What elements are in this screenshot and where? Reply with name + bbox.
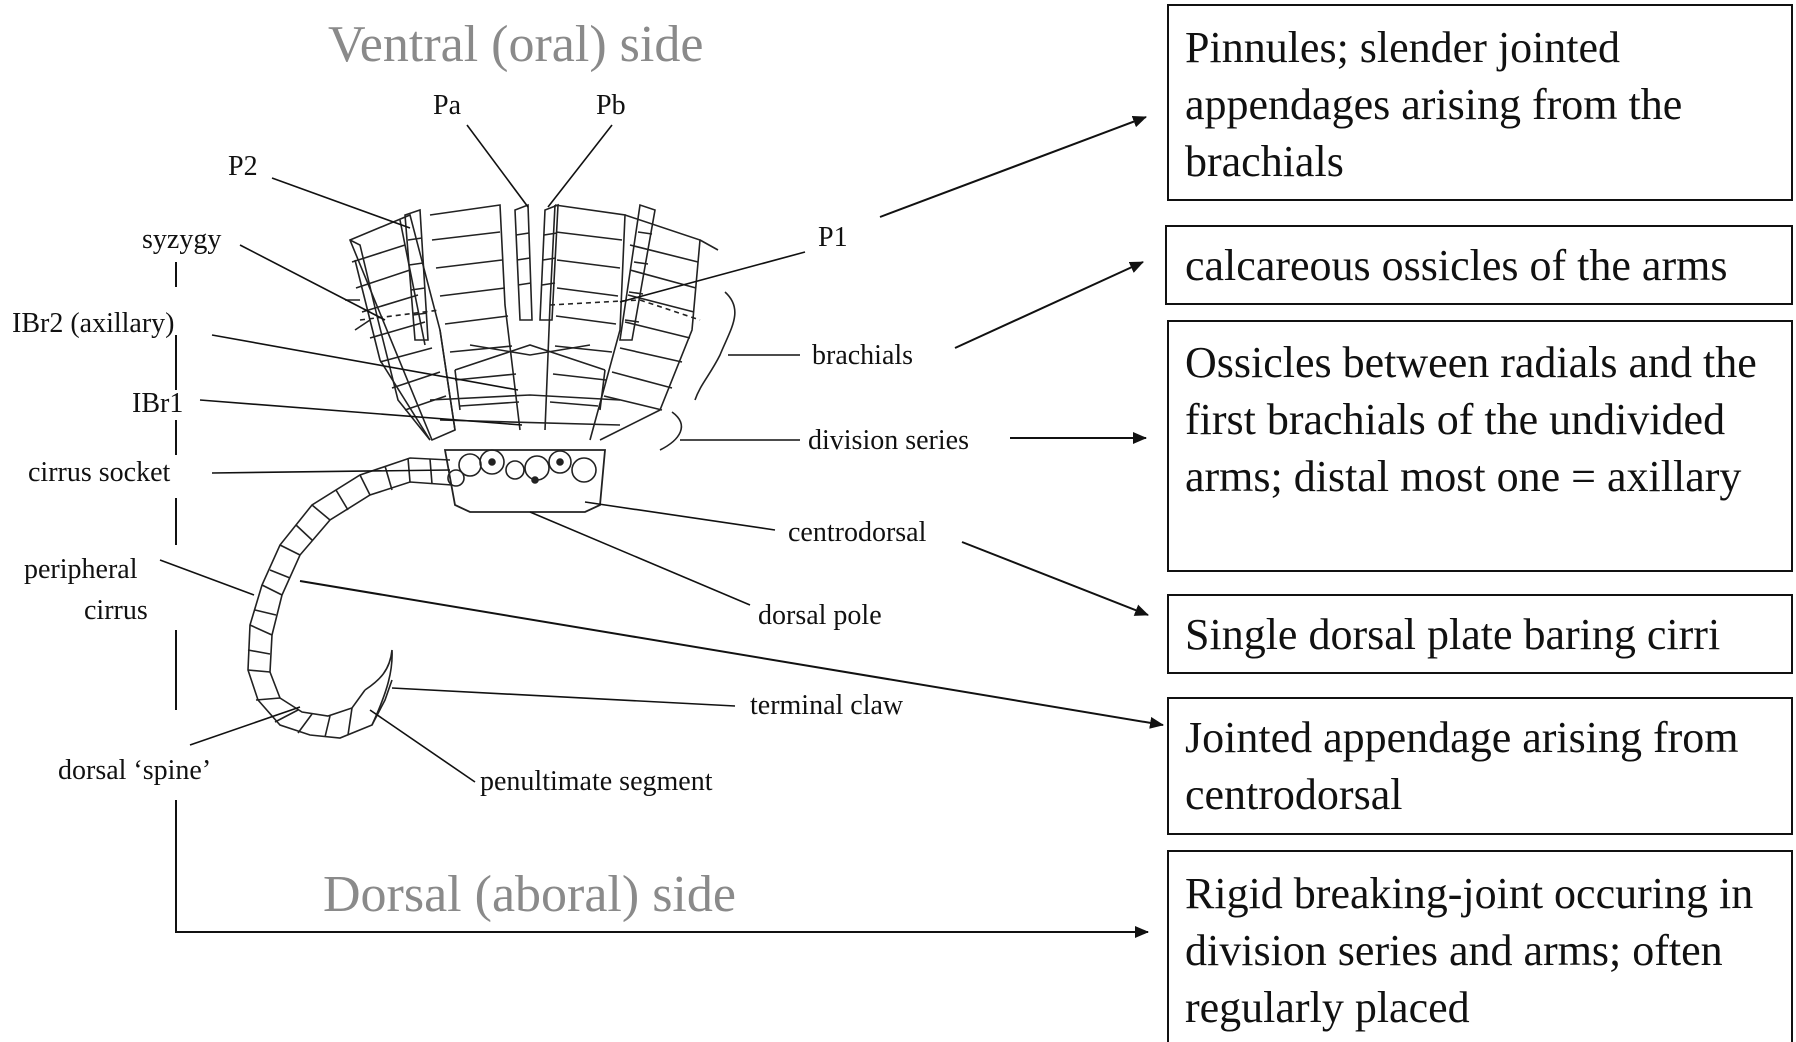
label-pb: Pb [596, 92, 626, 120]
definition-peripheral-cirrus: Jointed appendage arising from centrodor… [1167, 697, 1793, 835]
label-peripheral-cirrus-line1: peripheral [24, 556, 138, 584]
label-dorsal-spine: dorsal ‘spine’ [58, 757, 211, 785]
definition-division-series: Ossicles between radials and the first b… [1167, 320, 1793, 572]
label-peripheral-cirrus-line2: cirrus [84, 597, 148, 625]
definition-pinnules: Pinnules; slender jointed appendages ari… [1167, 4, 1793, 201]
definition-syzygy: Rigid breaking-joint occuring in divisio… [1167, 850, 1793, 1042]
label-p2: P2 [228, 153, 258, 181]
label-syzygy: syzygy [142, 226, 221, 254]
callout-arrows [300, 117, 1163, 725]
label-ibr1: IBr1 [132, 390, 183, 418]
label-pa: Pa [433, 92, 461, 120]
label-brachials: brachials [812, 342, 913, 370]
arrow-centrodorsal [962, 542, 1148, 615]
arrow-pinnules [880, 117, 1146, 217]
label-p1: P1 [818, 224, 848, 252]
label-penultimate-segment: penultimate segment [480, 768, 713, 796]
ventral-side-title: Ventral (oral) side [328, 15, 703, 74]
definition-brachials: calcareous ossicles of the arms [1165, 225, 1793, 305]
label-terminal-claw: terminal claw [750, 692, 903, 720]
label-division-series: division series [808, 427, 969, 455]
axis-bracket [176, 262, 1148, 932]
arrow-brachials [955, 262, 1143, 348]
label-ibr2: IBr2 (axillary) [12, 310, 175, 338]
label-centrodorsal: centrodorsal [788, 519, 926, 547]
label-cirrus-socket: cirrus socket [28, 459, 170, 487]
dorsal-side-title: Dorsal (aboral) side [323, 865, 736, 924]
definition-centrodorsal: Single dorsal plate baring cirri [1167, 594, 1793, 674]
label-dorsal-pole: dorsal pole [758, 602, 882, 630]
arrow-peripheral-cirrus [300, 581, 1163, 725]
